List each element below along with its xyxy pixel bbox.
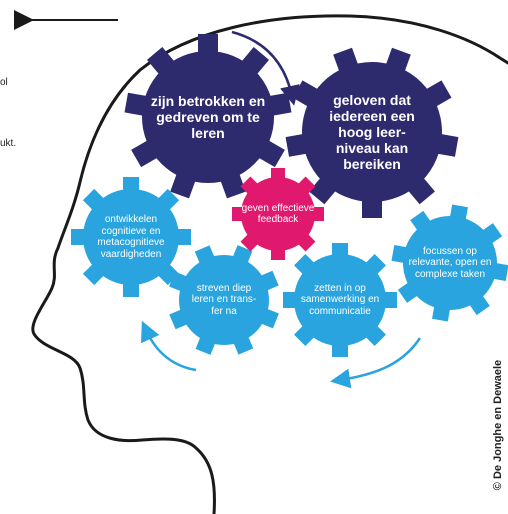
gear-feedback	[232, 168, 324, 260]
head-outline	[31, 14, 508, 514]
gear-label-involved: zijn betrokken en gedreven om te leren	[150, 92, 266, 142]
cycle-arrow-right	[330, 337, 422, 389]
gear-label-cooperation: zetten in op samenwerking en communicati…	[300, 282, 380, 317]
gear-label-believe: geloven dat iedereen een hoog leer-nivea…	[329, 91, 415, 173]
gear-label-tasks: focussen op relevante, open en complexe …	[408, 245, 492, 280]
gear-cooperation	[283, 243, 397, 357]
gear-label-metacognitive: ontwikkelen cognitieve en metacognitieve…	[97, 214, 165, 260]
gear-deep	[169, 245, 279, 355]
cycle-arrow-top	[231, 30, 300, 106]
cycle-arrow-left	[141, 320, 197, 372]
gear-label-deep: streven diep leren en trans-fer na	[191, 282, 257, 317]
copyright-text: © De Jonghe en Dewaele	[492, 359, 504, 491]
left-text-fragment-1: ol	[0, 77, 8, 88]
gear-involved	[124, 34, 292, 199]
gear-metacognitive	[71, 177, 191, 297]
gear-believe	[285, 47, 459, 218]
gear-tasks	[391, 204, 508, 322]
copyright-notice: © De Jonghe en Dewaele	[490, 340, 506, 510]
left-text-fragment-2: ukt.	[0, 138, 17, 149]
gear-label-feedback: geven effectieve feedback	[241, 202, 315, 226]
